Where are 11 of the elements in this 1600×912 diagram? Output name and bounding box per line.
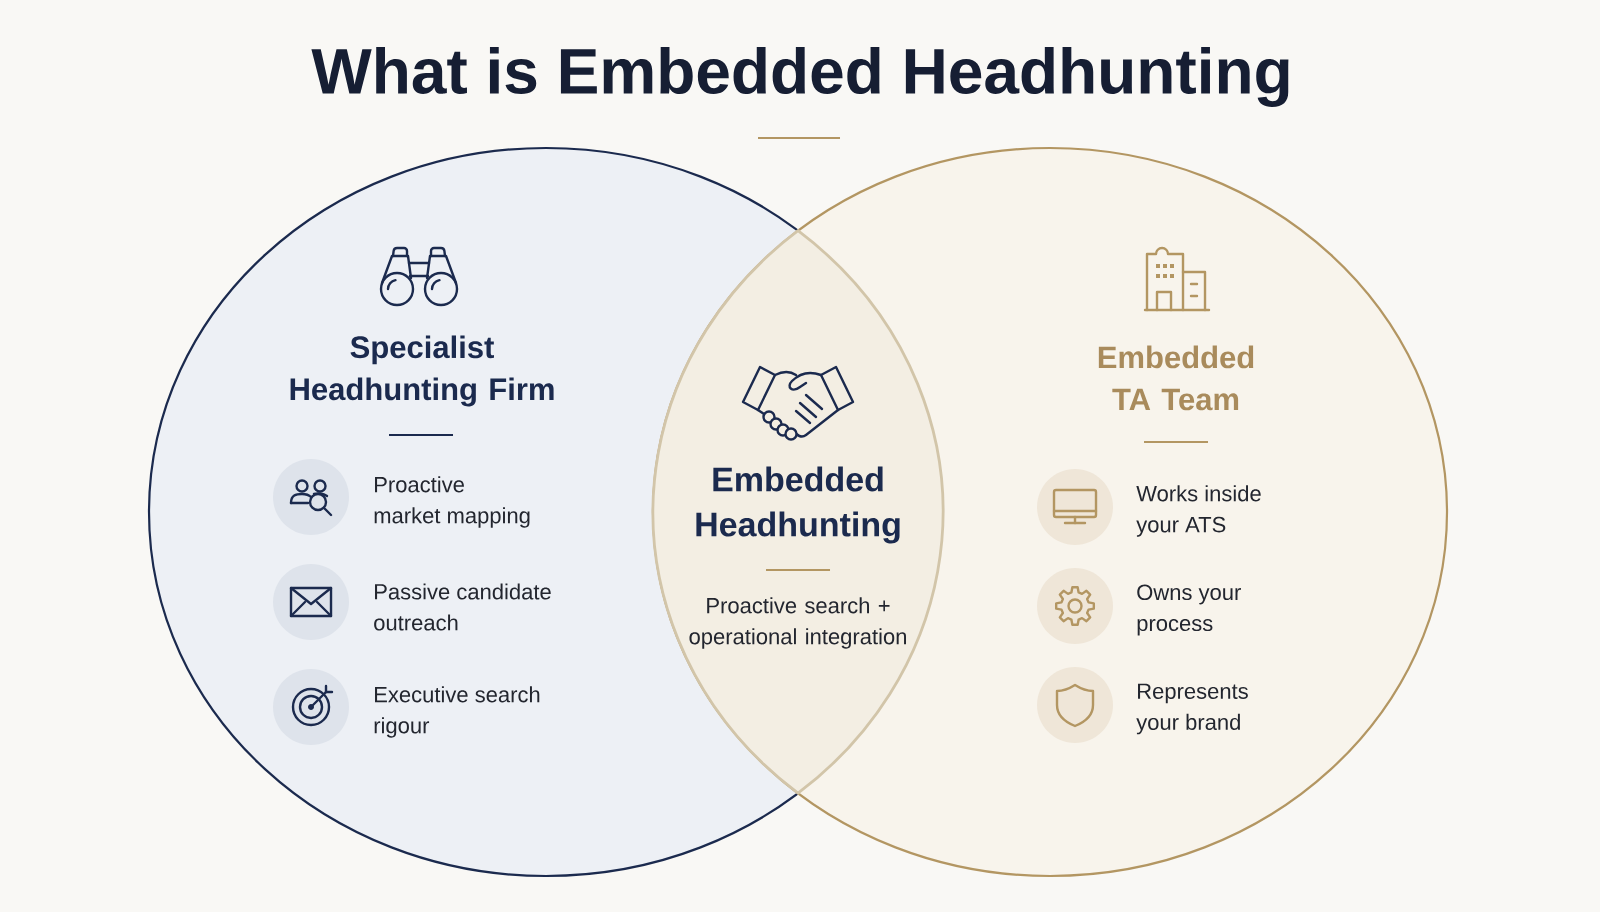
circle-heading: Embedded TA Team [1098, 345, 1254, 411]
title: What is Embedded Headhunting [311, 47, 1289, 107]
item-text: Represents your brand [1136, 683, 1248, 735]
overlap-description: Proactive search + operational integration [689, 597, 906, 649]
item-text: Proactive market mapping [374, 476, 530, 528]
circle-heading: Specialist Headhunting Firm [290, 335, 554, 407]
item-text: Passive candidate outreach [374, 583, 551, 631]
overlap-heading: Embedded Headhunting [696, 466, 900, 544]
item-text: Works inside your ATS [1136, 485, 1261, 537]
item-text: Owns your process [1137, 584, 1241, 636]
item-text: Executive search rigour [374, 686, 540, 738]
